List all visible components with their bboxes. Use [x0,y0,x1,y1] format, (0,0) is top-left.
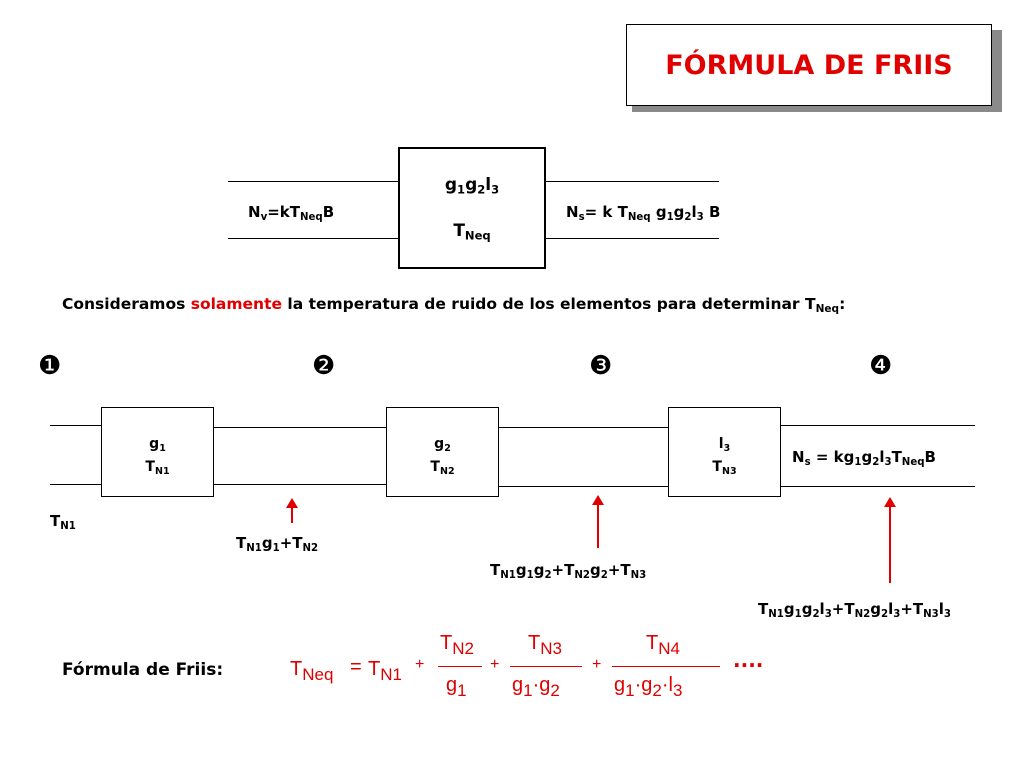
formula-label: Fórmula de Friis: [62,660,224,680]
highlight-word: solamente [190,295,283,313]
arrow-point-3 [592,495,604,548]
block-2: g2 TN2 [386,407,499,497]
numerator-4: TN4 [646,632,680,659]
equivalent-block: g1g2l3 TNeq [398,147,546,269]
denominator-2: g1 [446,674,467,701]
equivalent-temp: TNeq [453,221,491,243]
chain-line-12-bottom [213,484,386,485]
marker-3: ❸ [589,351,613,381]
label-point-2: TN1g1+TN2 [236,534,319,555]
block-2-gain: g2 [434,436,451,454]
plus-2: + [490,656,500,673]
formula-lhs: TNeq [290,658,334,685]
denominator-4: g1·g2·l3 [614,674,683,701]
equivalent-gain: g1g2l3 [444,175,500,197]
marker-4: ❹ [869,351,893,381]
block-1: g1 TN1 [101,407,214,497]
block-2-temp: TN2 [430,459,455,477]
fraction-bar-3 [510,666,582,667]
formula-ellipsis: .... [733,648,764,672]
output-line-top [544,181,719,182]
numerator-2: TN2 [440,632,474,659]
chain-line-23-top [498,427,670,428]
block-1-gain: g1 [149,436,166,454]
label-point-4: TN1g1g2l3+TN2g2l3+TN3l3 [758,600,952,621]
consider-sentence: Consideramos solamente la temperatura de… [62,295,846,316]
block-3: l3 TN3 [668,407,781,497]
denominator-3: g1·g2 [512,674,560,701]
label-point-3: TN1g1g2+TN2g2+TN3 [490,561,647,582]
block-3-temp: TN3 [712,459,737,477]
plus-3: + [592,656,602,673]
arrow-point-2 [286,498,298,523]
label-point-1: TN1 [50,512,76,533]
chain-line-12-top [213,427,386,428]
input-line-bottom [228,238,400,239]
fraction-bar-2 [438,666,482,667]
chain-line-out-bottom [780,486,975,487]
block-1-temp: TN1 [145,459,170,477]
plus-1: + [415,656,425,673]
marker-2: ❷ [312,351,336,381]
chain-line-23-bottom [498,486,670,487]
chain-output-label: Ns = kg1g2l3TNeqB [792,448,936,469]
page-title: FÓRMULA DE FRIIS [626,24,992,106]
chain-line-in-top [50,425,102,426]
input-noise-label: Nv=kTNeqB [248,203,335,224]
fraction-bar-4 [612,666,720,667]
marker-1: ❶ [38,351,62,381]
chain-line-in-bottom [50,484,102,485]
chain-line-out-top [780,425,975,426]
output-noise-label: Ns= k TNeq g1g2l3 B [566,203,721,224]
formula-equals: = [350,656,362,678]
input-line-top [228,181,400,182]
output-line-bottom [544,238,719,239]
block-3-loss: l3 [718,436,731,454]
formula-term-1: TN1 [368,658,402,685]
arrow-point-4 [884,497,896,583]
numerator-3: TN3 [528,632,562,659]
